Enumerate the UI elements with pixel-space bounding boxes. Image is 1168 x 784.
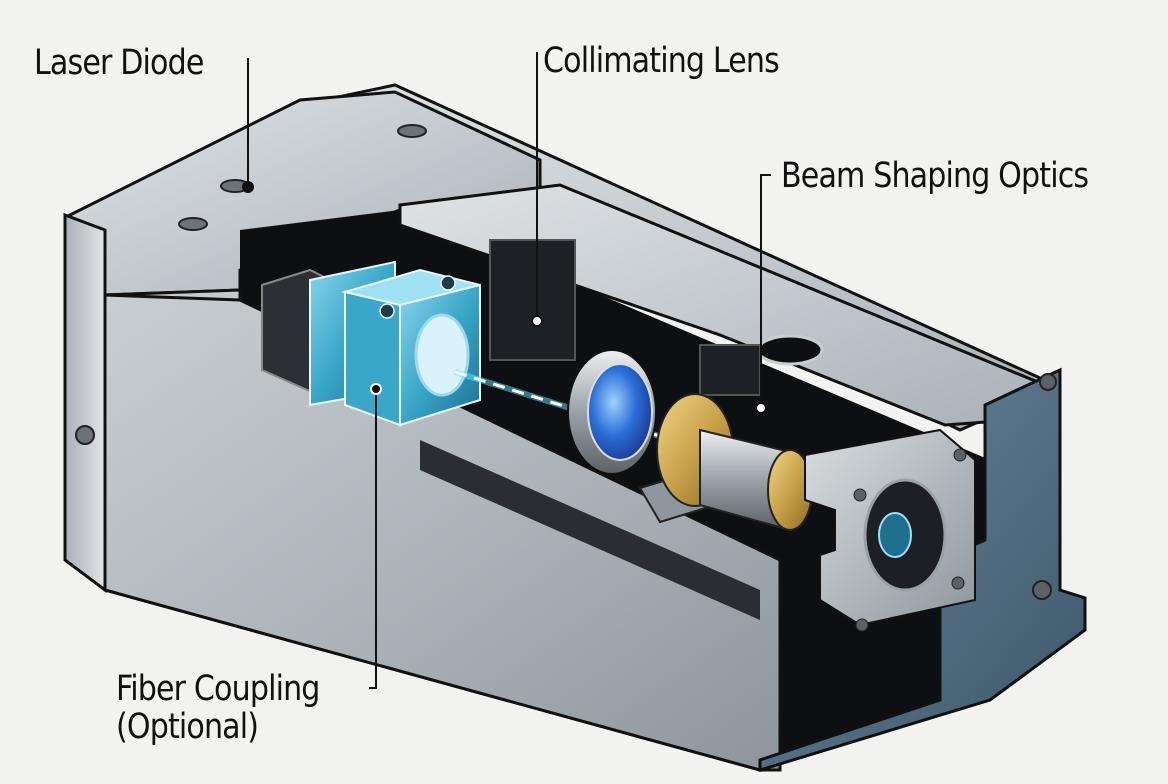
screw-icon — [397, 124, 427, 138]
inner-rail — [420, 440, 760, 620]
callout-fiber-coupling: Fiber Coupling (Optional) — [116, 669, 320, 747]
collimating-lens — [567, 349, 657, 475]
screw-icon — [379, 303, 395, 319]
anchor-dot-beam-shaping-optics — [755, 402, 767, 414]
housing — [63, 83, 1087, 773]
leader-beam-shaping-optics — [760, 174, 771, 403]
optics-mount-block — [699, 344, 761, 396]
output-aperture — [878, 512, 912, 558]
front-panel — [103, 293, 782, 772]
anchor-dot-fiber-coupling — [370, 383, 382, 395]
screw-icon — [853, 488, 867, 502]
laser-diode-block — [261, 260, 481, 427]
output-face-plate — [804, 428, 976, 632]
callout-collimating-lens: Collimating Lens — [543, 41, 780, 81]
lid-notch — [756, 334, 824, 366]
screw-icon — [1039, 373, 1057, 391]
screw-icon — [75, 425, 95, 445]
screw-icon — [953, 448, 967, 462]
lens-mount-block — [489, 239, 576, 361]
anchor-dot-collimating-lens — [531, 315, 543, 327]
callout-laser-diode: Laser Diode — [34, 43, 204, 83]
anchor-dot-laser-diode — [242, 181, 254, 193]
left-end-cap — [63, 212, 107, 593]
screw-icon — [178, 217, 208, 231]
leader-fiber-coupling — [369, 395, 377, 689]
callout-leaders — [242, 52, 771, 689]
screw-icon — [855, 618, 869, 632]
beam-shaping-optics — [638, 393, 813, 532]
screw-icon — [1032, 580, 1052, 600]
callout-beam-shaping-optics: Beam Shaping Optics — [781, 156, 1089, 196]
screw-icon — [440, 275, 456, 291]
screw-icon — [951, 576, 965, 590]
diode-lens — [414, 313, 470, 397]
